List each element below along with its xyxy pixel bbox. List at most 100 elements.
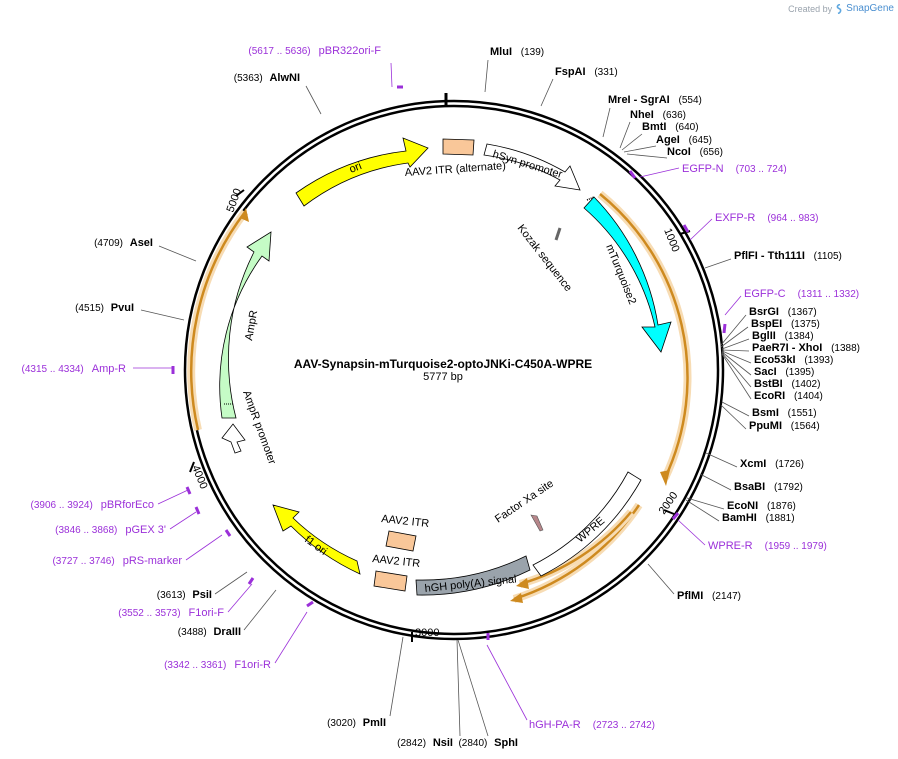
enzyme-name: DraIII [213, 626, 241, 638]
enzyme-name: NheI [630, 109, 654, 121]
enzyme-site-draiii: (3488) DraIII [178, 626, 241, 638]
label-leader-lines [133, 59, 752, 737]
enzyme-name: SphI [494, 737, 518, 749]
primer-position: (964 .. 983) [767, 213, 818, 224]
created-by-text: Created by [788, 3, 833, 14]
enzyme-site-pflfi-tth111i: PflFI - Tth111I (1105) [734, 250, 842, 262]
enzyme-name: PaeR7I - XhoI [752, 342, 822, 354]
tick-label: 5000 [225, 187, 245, 214]
enzyme-position: (1551) [785, 408, 817, 419]
enzyme-leader-line [699, 473, 732, 491]
primer-position: (1311 .. 1332) [798, 289, 860, 300]
enzyme-site-bsrgi: BsrGI (1367) [749, 306, 817, 318]
enzyme-position: (2842) [397, 738, 429, 749]
primer-hgh-pa-r: hGH-PA-R(2723 .. 2742) [529, 719, 655, 731]
primer-leader-line [169, 511, 197, 530]
primer-name: Amp-R [92, 363, 126, 375]
enzyme-name: PsiI [192, 589, 212, 601]
primer-position: (4315 .. 4334) [22, 364, 84, 375]
primer-pbrforeco: (3906 .. 3924)pBRforEco [31, 499, 154, 511]
enzyme-position: (4709) [94, 238, 126, 249]
primer-name: EGFP-C [744, 288, 786, 300]
enzyme-site-bglii: BglII (1384) [752, 330, 814, 342]
feature-aav2-itr-alternate [442, 138, 475, 156]
primer-binding-mark [682, 224, 690, 233]
enzyme-leader-line [721, 338, 750, 350]
enzyme-leader-line [685, 499, 720, 522]
primer-leader-line [185, 534, 223, 561]
enzyme-leader-line [456, 639, 461, 737]
orf-arcs [187, 190, 692, 603]
enzyme-leader-line [721, 350, 752, 364]
tick-label: 4000 [189, 464, 209, 491]
enzyme-site-pmli: (3020) PmlI [327, 717, 386, 729]
enzyme-leader-line [721, 352, 752, 388]
enzyme-leader-line [721, 401, 750, 417]
enzyme-name: XcmI [740, 458, 766, 470]
primer-binding-mark [628, 170, 637, 179]
enzyme-leader-line [621, 133, 643, 151]
feature-ori [295, 137, 429, 207]
enzyme-name: BmtI [642, 121, 666, 133]
enzyme-position: (1404) [791, 391, 823, 402]
primer-position: (3342 .. 3361) [164, 660, 226, 671]
primer-binding-mark [722, 323, 727, 334]
feature-hgh-polya [415, 555, 531, 596]
primer-name: pBRforEco [101, 499, 154, 511]
enzyme-leader-line [721, 353, 752, 400]
enzyme-leader-line [389, 636, 404, 717]
primer-exfp-r: EXFP-R(964 .. 983) [715, 212, 819, 224]
primer-position: (3727 .. 3746) [52, 556, 114, 567]
enzyme-position: (1564) [788, 421, 820, 432]
enzyme-site-mrei-sgrai: MreI - SgrAI (554) [608, 94, 702, 106]
primer-position: (3846 .. 3868) [55, 525, 117, 536]
enzyme-name: PvuI [111, 302, 134, 314]
enzyme-leader-line [720, 314, 747, 346]
enzyme-leader-line [626, 153, 668, 159]
feature-label-aav2-itr-1: AAV2 ITR [381, 513, 430, 530]
enzyme-leader-line [140, 309, 185, 321]
primer-name: WPRE-R [708, 540, 753, 552]
primer-leader-line [639, 167, 680, 178]
enzyme-site-bamhi: BamHI (1881) [722, 512, 795, 524]
enzyme-site-mlui: MluI (139) [490, 46, 544, 58]
primer-egfp-n: EGFP-N(703 .. 724) [682, 163, 787, 175]
enzyme-site-eco53ki: Eco53kI (1393) [754, 354, 833, 366]
enzyme-leader-line [686, 497, 725, 510]
primer-name: hGH-PA-R [529, 719, 581, 731]
enzyme-site-alwni: (5363) AlwNI [234, 72, 300, 84]
enzyme-site-bspei: BspEI (1375) [751, 318, 820, 330]
tick-mark [663, 509, 675, 515]
feature-f1-ori [272, 504, 361, 575]
primer-name: pGEX 3' [125, 524, 166, 536]
enzyme-position: (139) [518, 47, 544, 58]
backbone-outer-strand [183, 99, 725, 641]
enzyme-name: SacI [754, 366, 777, 378]
enzyme-leader-line [305, 85, 322, 115]
enzyme-name: BsrGI [749, 306, 779, 318]
enzyme-site-fspai: FspAI (331) [555, 66, 618, 78]
feature-aav2-itr-2 [373, 570, 408, 592]
enzyme-position: (5363) [234, 73, 266, 84]
enzyme-name: PflFI - Tth111I [734, 250, 805, 262]
enzyme-site-pvui: (4515) PvuI [75, 302, 134, 314]
enzyme-leader-line [704, 258, 732, 269]
feature-wpre [532, 471, 642, 577]
feature-label-factor-xa: Factor Xa site [493, 478, 556, 526]
enzyme-position: (1876) [764, 501, 796, 512]
enzyme-site-sphi: (2840) SphI [458, 737, 518, 749]
primer-leader-line [274, 611, 308, 664]
snapgene-logo-icon [836, 3, 842, 14]
primer-pgex-3: (3846 .. 3868) pGEX 3' [55, 524, 166, 536]
enzyme-name: AlwNI [269, 72, 300, 84]
enzyme-site-xcmi: XcmI (1726) [740, 458, 804, 470]
feature-ampr-promoter [221, 423, 246, 454]
enzyme-position: (1375) [788, 319, 820, 330]
primer-binding-mark [671, 512, 680, 520]
feature-factor-xa-mark [530, 514, 544, 532]
tick-label: 3000 [415, 627, 439, 639]
enzyme-leader-line [158, 245, 197, 262]
enzyme-position: (3613) [157, 590, 189, 601]
primer-wpre-r: WPRE-R(1959 .. 1979) [708, 540, 827, 552]
enzyme-leader-line [721, 351, 752, 376]
